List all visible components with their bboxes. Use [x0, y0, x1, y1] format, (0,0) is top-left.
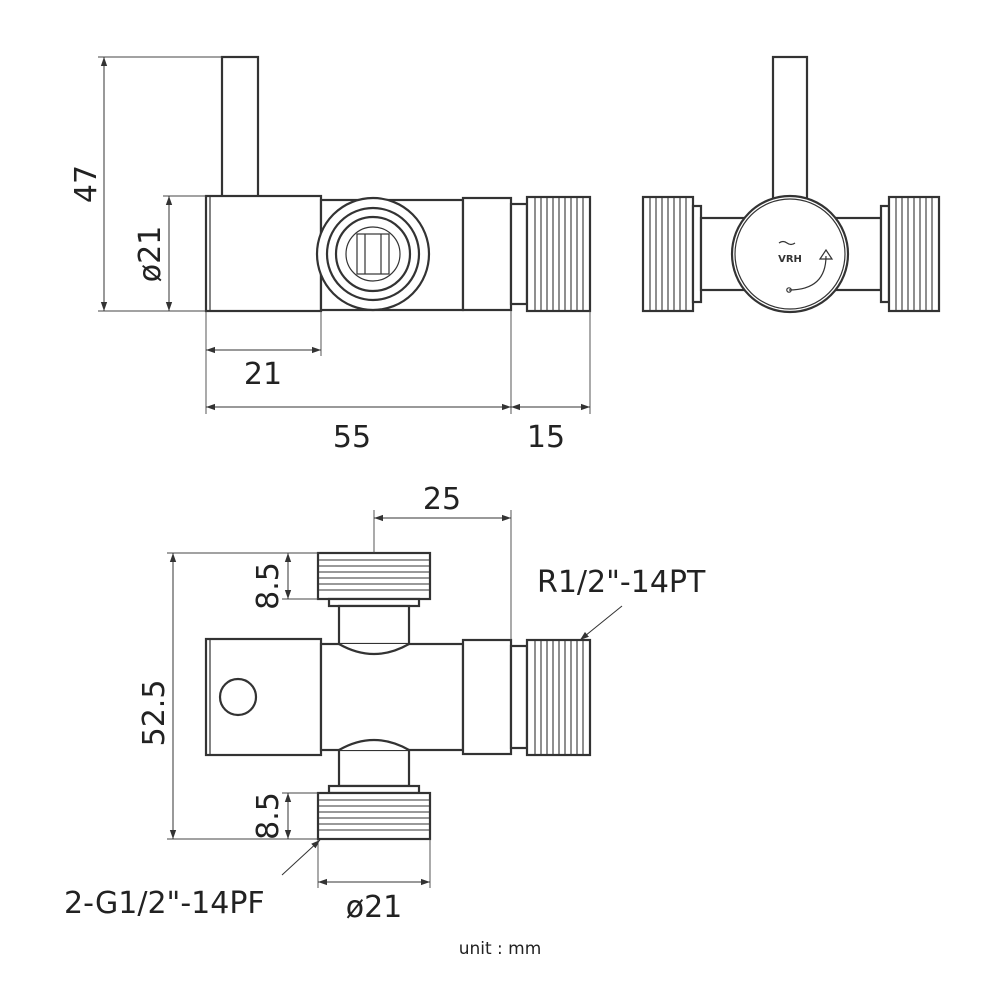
brand-logo: VRH: [778, 254, 802, 265]
rotation-arrow-icon: [788, 255, 827, 291]
dim-diameter-front: ø21: [133, 226, 168, 283]
top-thread-lines: [318, 559, 430, 591]
dim-height-47: 47: [69, 165, 104, 203]
label-outlet-thread: R1/2"-14PT: [537, 565, 706, 600]
dim-length-55: 55: [333, 420, 371, 455]
top-view: 25 8.5 52.5 8.5 ø21 R1/2"-14PT 2-G1/2"-1…: [64, 482, 706, 925]
back-right-thread-lines: [895, 197, 933, 311]
wave-logo-icon: [778, 240, 796, 246]
back-view: VRH: [641, 55, 941, 314]
top-right-thread-lines: [534, 640, 584, 755]
dim-body-21: 21: [244, 357, 282, 392]
dim-thread-bottom-8-5: 8.5: [251, 792, 286, 840]
front-thread-lines: [534, 197, 584, 311]
dim-total-52-5: 52.5: [137, 680, 172, 747]
front-view: 47 ø21 21 55 15: [69, 55, 592, 455]
dim-thread-top-8-5: 8.5: [251, 562, 286, 610]
back-left-thread-lines: [649, 197, 687, 311]
bottom-thread-lines: [318, 799, 430, 831]
dim-thread-15: 15: [527, 420, 565, 455]
unit-note: unit : mm: [459, 939, 542, 959]
dim-offset-25: 25: [423, 482, 461, 517]
label-inlet-thread: 2-G1/2"-14PF: [64, 886, 265, 921]
dim-diameter-top: ø21: [346, 890, 403, 925]
